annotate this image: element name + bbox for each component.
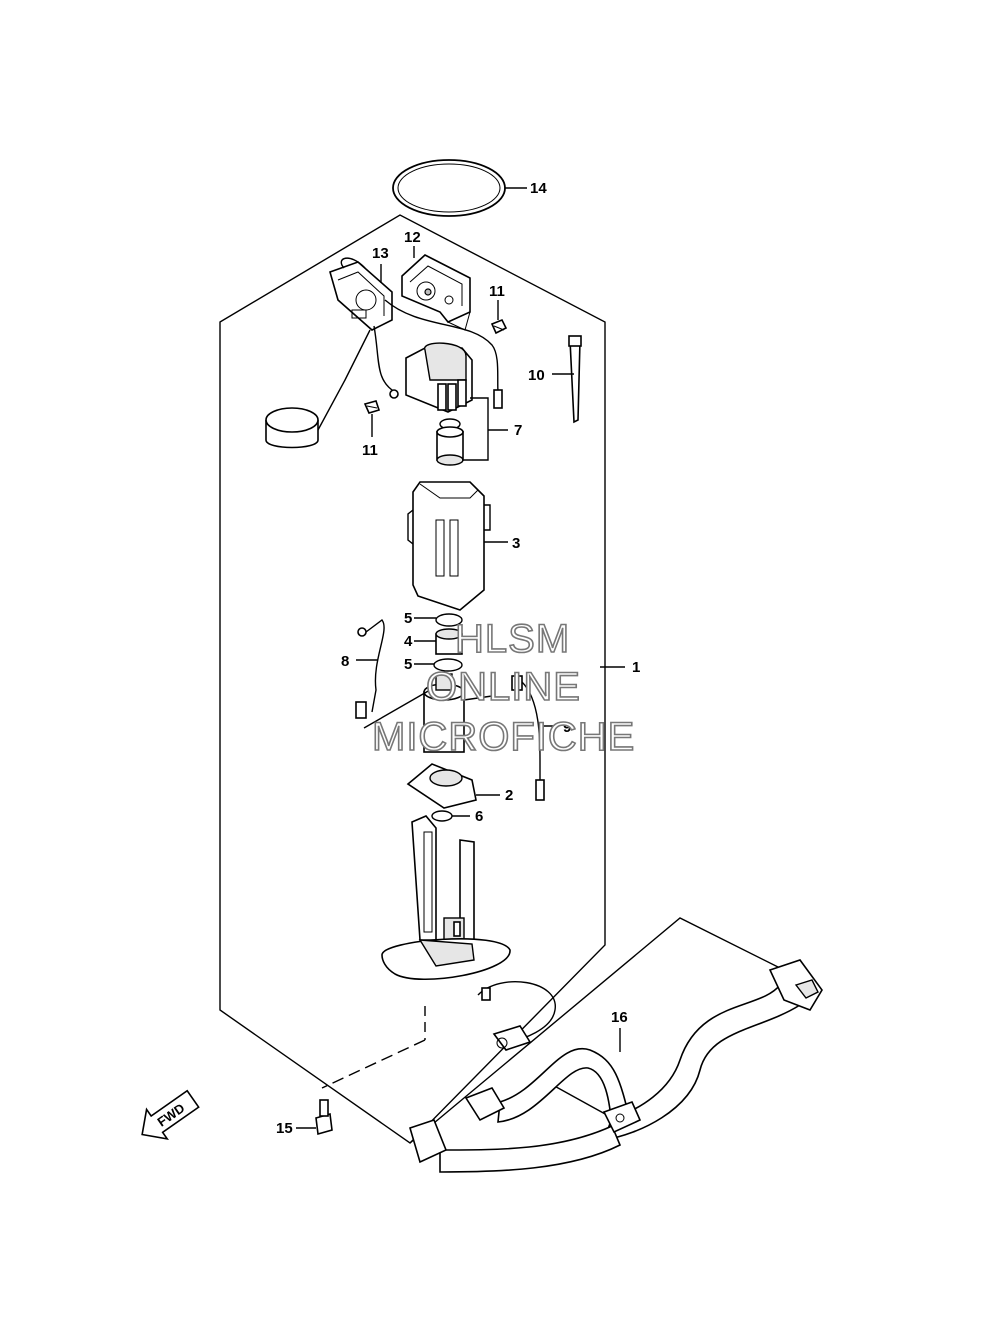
part-wire-harness-left bbox=[355, 619, 431, 729]
callout-3: 3 bbox=[512, 535, 520, 552]
watermark-line3: MICROFICHE bbox=[372, 715, 635, 759]
part-cushion bbox=[406, 763, 477, 809]
leader-7 bbox=[462, 397, 508, 461]
part-seal bbox=[431, 810, 453, 822]
center-line-diagonal bbox=[321, 1039, 426, 1089]
callout-5-lower: 5 bbox=[404, 656, 412, 673]
callout-7: 7 bbox=[514, 422, 522, 439]
part-coupler bbox=[492, 1025, 532, 1051]
part-filter-housing bbox=[407, 481, 491, 611]
part-o-ring-lower bbox=[433, 658, 463, 672]
callout-13: 13 bbox=[372, 245, 389, 262]
part-joint bbox=[435, 628, 463, 655]
part-fuel-hose-assembly bbox=[409, 917, 823, 1173]
part-screw-upper bbox=[490, 318, 508, 335]
callout-10: 10 bbox=[528, 367, 545, 384]
part-pump-bracket bbox=[411, 815, 475, 953]
callout-15: 15 bbox=[276, 1120, 293, 1137]
callout-11-upper: 11 bbox=[489, 283, 505, 300]
part-regulator-unit bbox=[405, 342, 473, 413]
part-o-ring bbox=[392, 159, 506, 217]
callout-14: 14 bbox=[530, 180, 547, 197]
callout-1: 1 bbox=[632, 659, 640, 676]
callout-12: 12 bbox=[404, 229, 421, 246]
callout-11-lower: 11 bbox=[362, 442, 378, 459]
part-set-plate bbox=[381, 938, 556, 1041]
callout-9: 9 bbox=[563, 719, 571, 736]
part-check-valve bbox=[436, 426, 464, 466]
watermark-line1: HLSM bbox=[455, 617, 570, 661]
callout-6: 6 bbox=[475, 808, 483, 825]
part-o-ring-upper bbox=[435, 613, 463, 627]
callout-5-upper: 5 bbox=[404, 610, 412, 627]
part-fuel-level-sensor bbox=[317, 257, 503, 431]
callout-16: 16 bbox=[611, 1009, 628, 1026]
part-cable-tie bbox=[568, 335, 582, 424]
part-float bbox=[265, 407, 319, 449]
part-bolt bbox=[315, 1099, 333, 1136]
part-fuel-pump bbox=[423, 673, 493, 753]
part-wire-harness-right bbox=[511, 675, 545, 801]
watermark-line2: ONLINE bbox=[426, 665, 581, 709]
fwd-arrow-icon: FWD bbox=[141, 1089, 200, 1141]
callout-8: 8 bbox=[341, 653, 349, 670]
part-screw-lower bbox=[363, 400, 381, 414]
callout-2: 2 bbox=[505, 787, 513, 804]
assembly-boundary bbox=[219, 214, 606, 1144]
callout-4: 4 bbox=[404, 633, 413, 650]
part-bracket-plate bbox=[401, 254, 471, 331]
